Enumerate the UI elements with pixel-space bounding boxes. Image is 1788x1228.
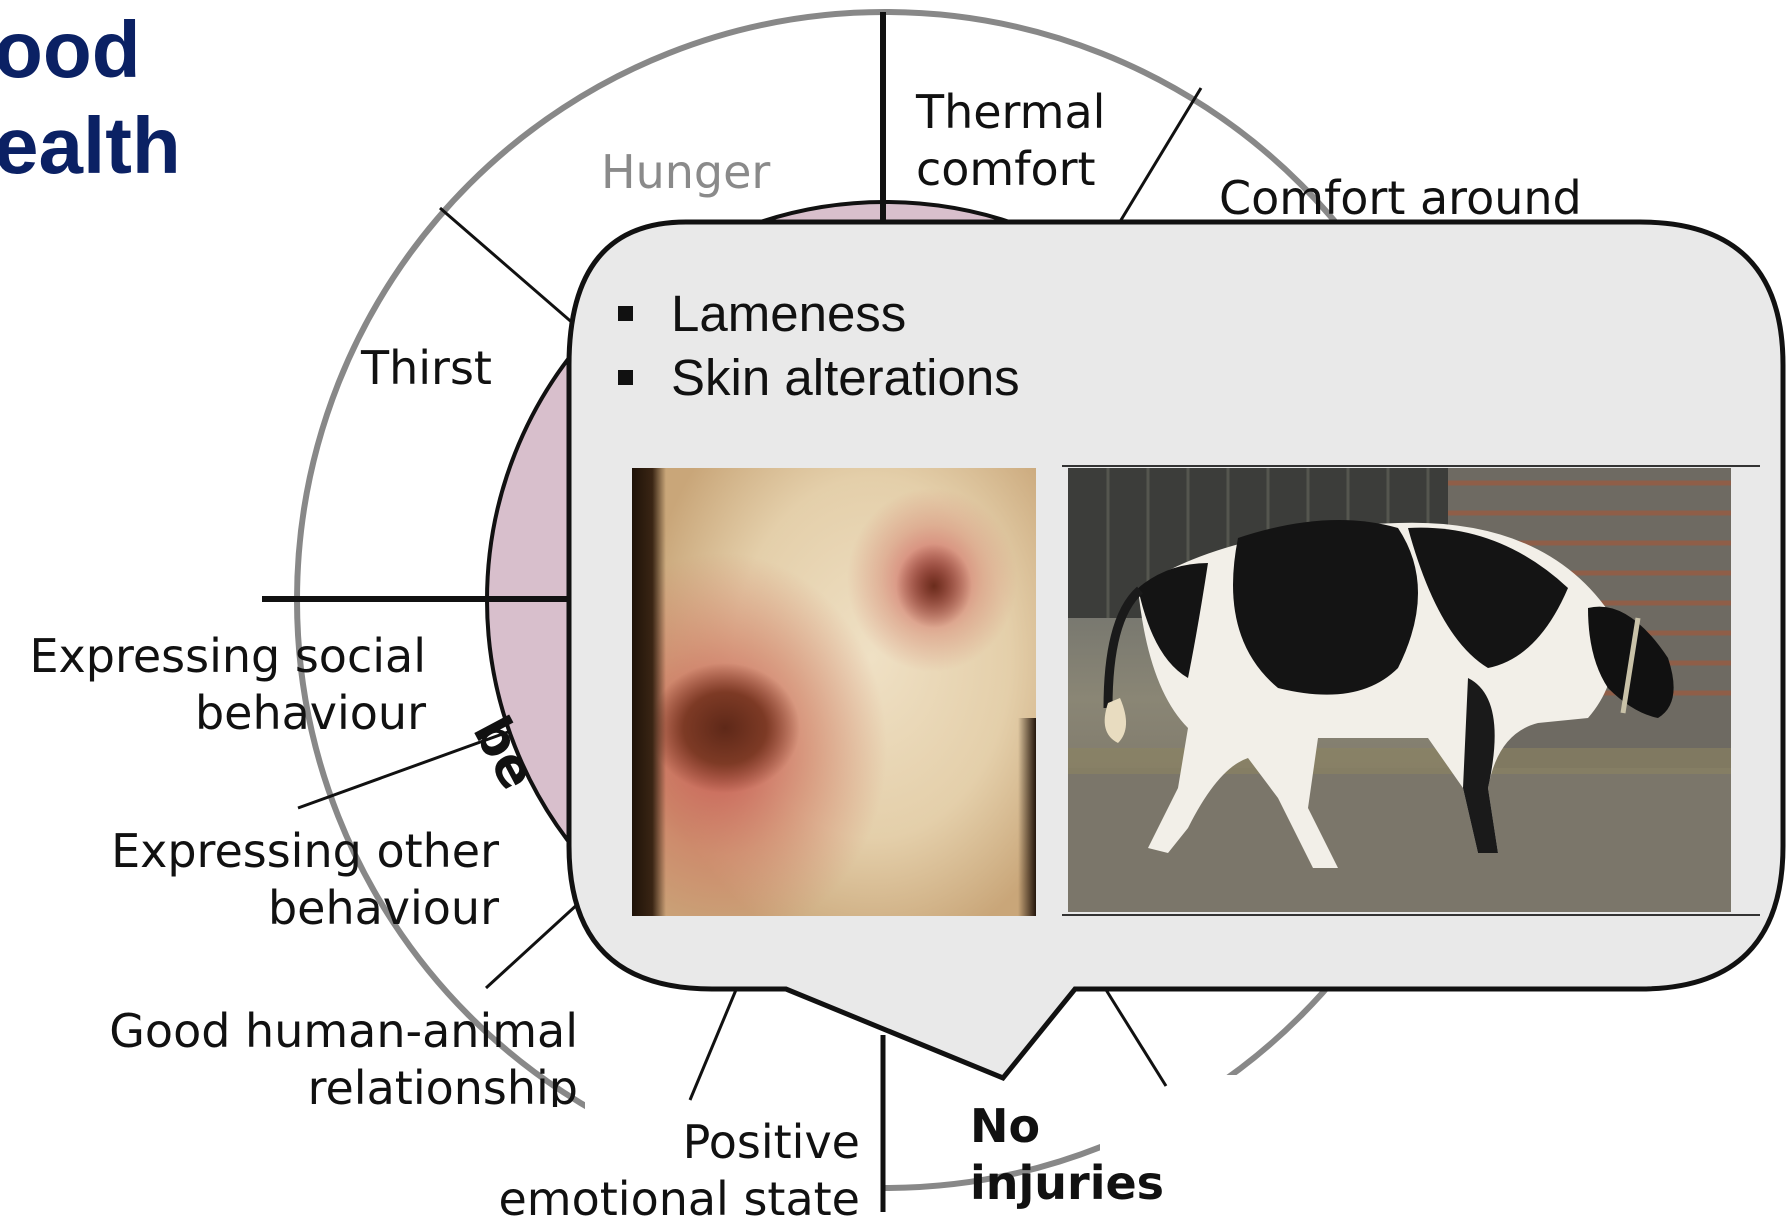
callout-bullet-list: Lameness Skin alterations [600, 282, 1020, 410]
label-expressing-other-behaviour: Expressing other behaviour [111, 823, 499, 937]
bullet-skin-alterations: Skin alterations [600, 346, 1020, 410]
label-positive-emotional-state: Positive emotional state [499, 1114, 861, 1228]
label-hunger: Hunger [601, 144, 770, 201]
label-thermal-comfort: Thermal comfort [916, 84, 1105, 198]
label-no-injuries: No injuries [970, 1098, 1164, 1212]
lame-cow-photo [1068, 468, 1731, 912]
divider-thermal-comfort [1118, 88, 1201, 225]
label-thirst: Thirst [361, 340, 492, 397]
skin-lesion-photo [632, 468, 1036, 916]
label-comfort-around: Comfort around [1219, 170, 1582, 222]
divider-no-injuries [1103, 985, 1166, 1086]
divider-other-behaviour [486, 902, 580, 988]
callout-content: Lameness Skin alterations [600, 282, 1020, 410]
label-good-human-animal-relationship: Good human-animal relationship [109, 1003, 578, 1107]
label-expressing-social-behaviour: Expressing social behaviour [29, 628, 426, 742]
divider-positive-emotional [690, 985, 738, 1100]
bullet-lameness: Lameness [600, 282, 1020, 346]
divider-hunger-thirst [440, 208, 575, 325]
